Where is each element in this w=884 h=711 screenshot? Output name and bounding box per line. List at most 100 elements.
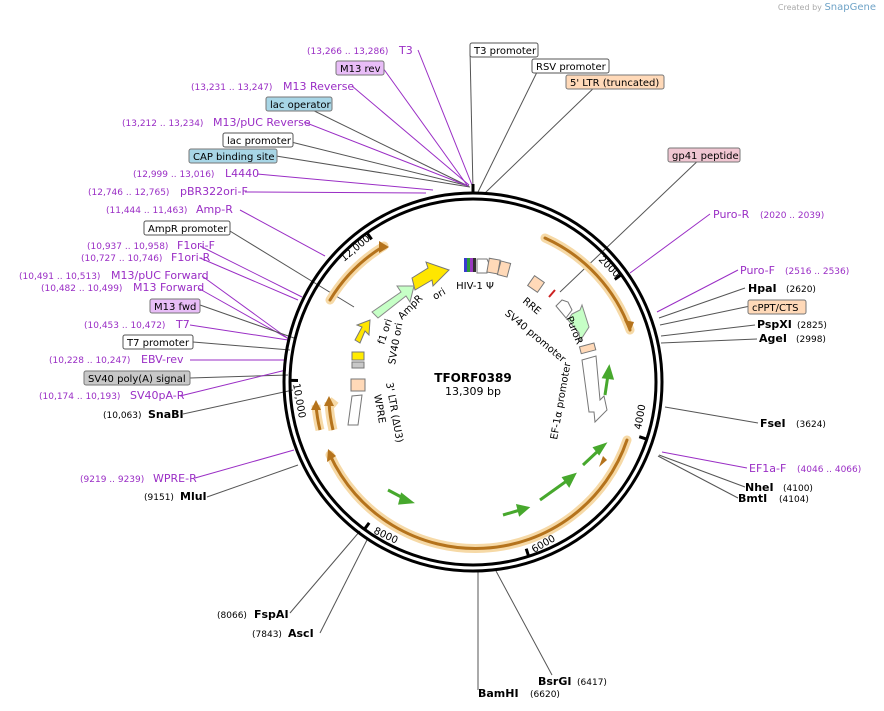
pbr322-range: (12,746 .. 12,765)	[88, 188, 169, 198]
connector-line	[469, 49, 474, 191]
connector-line	[256, 173, 434, 191]
ampr-feature-arrow	[371, 285, 415, 319]
fsei-name: FseI	[760, 417, 786, 430]
hiv-marker-green	[467, 258, 470, 272]
credit-prefix: Created by	[777, 3, 822, 12]
sv40ori-feature	[351, 351, 365, 361]
l4440-name: L4440	[225, 167, 259, 180]
ori-feature-arrow	[411, 261, 450, 291]
t7-range: (10,453 .. 10,472)	[84, 321, 165, 331]
label-cap-site: CAP binding site	[193, 152, 275, 163]
nhei-pos: (4100)	[783, 484, 813, 494]
pspxi-pos: (2825)	[797, 321, 827, 331]
agei-name: AgeI	[759, 332, 787, 345]
hpai-pos: (2620)	[786, 285, 816, 295]
ebvrev-range: (10,228 .. 10,247)	[49, 356, 130, 366]
scale-label-4000: 4000	[633, 404, 648, 431]
pspxi-name: PspXI	[757, 318, 792, 331]
f1orif-name: F1ori-F	[177, 239, 215, 252]
t3-name: T3	[398, 44, 413, 57]
connector-line	[658, 287, 746, 319]
m13forward-range: (10,482 .. 10,499)	[41, 284, 122, 294]
snapgene-credit: Created by SnapGene	[778, 2, 876, 13]
label-t3-promoter: T3 promoter	[473, 46, 537, 57]
connector-line	[206, 464, 299, 498]
connector-line	[351, 85, 470, 186]
connector-line	[201, 275, 291, 341]
hiv-marker-purple	[470, 258, 473, 272]
label-lac-promoter: lac promoter	[227, 136, 292, 147]
m13puc-fwd-name: M13/pUC Forward	[111, 269, 209, 282]
puror-name: Puro-R	[713, 208, 750, 221]
connector-line	[657, 455, 739, 499]
puror-feature-arrow	[567, 303, 590, 343]
ef1af-range: (4046 .. 4066)	[797, 465, 861, 475]
plasmid-length: 13,309 bp	[445, 385, 501, 398]
snabi-name: SnaBI	[148, 408, 184, 421]
bsrgi-pos: (6417)	[577, 678, 607, 688]
f1orir-name: F1ori-R	[171, 251, 211, 264]
inner-features	[347, 257, 608, 426]
scale-tick	[363, 521, 371, 531]
label-connectors	[179, 49, 759, 690]
connector-line	[303, 121, 469, 187]
connector-line	[660, 338, 758, 344]
m13reverse-range: (13,231 .. 13,247)	[191, 83, 272, 93]
ef1a-promoter-feature	[581, 355, 608, 424]
mlui-pos: (9151)	[144, 493, 174, 503]
label-cppt: cPPT/CTS	[752, 303, 798, 314]
m13puc-rev-name: M13/pUC Reverse	[213, 116, 311, 129]
hiv-marker-dark	[473, 258, 476, 272]
label-m13rev: M13 rev	[340, 64, 381, 75]
label-rsv-promoter: RSV promoter	[536, 62, 607, 73]
f1orir-range: (10,727 .. 10,746)	[81, 254, 162, 264]
wprer-range: (9219 .. 9239)	[80, 475, 144, 485]
scale-ticks	[289, 184, 648, 557]
bamhi-name: BamHI	[478, 687, 519, 700]
connector-line	[629, 213, 711, 274]
t7-name: T7	[175, 318, 190, 331]
connector-line	[239, 209, 326, 257]
scale-tick	[638, 435, 648, 441]
purof-name: Puro-F	[740, 264, 775, 277]
snapgene-logo-text: SnapGene	[824, 2, 876, 13]
scale-tick	[613, 273, 623, 281]
label-ef1a-promoter: EF-1α promoter	[549, 361, 574, 441]
cppt-feature	[578, 342, 597, 355]
connector-line	[659, 304, 756, 326]
ef1af-name: EF1a-F	[749, 462, 786, 475]
m13forward-name: M13 Forward	[133, 281, 204, 294]
label-gp41: gp41 peptide	[672, 151, 739, 162]
connector-line	[282, 139, 470, 187]
m13reverse-name: M13 Reverse	[283, 80, 354, 93]
connector-line	[199, 257, 299, 301]
backbone-inner-ring	[288, 197, 658, 567]
connector-line	[199, 304, 295, 339]
nhei-name: NheI	[745, 481, 774, 494]
ampr-name: Amp-R	[196, 203, 233, 216]
label-lac-operator: lac operator	[270, 100, 331, 111]
wprer-name: WPRE-R	[153, 472, 197, 485]
ltr3-feature	[350, 378, 366, 392]
connector-line	[189, 324, 289, 341]
label-t7-promoter: T7 promoter	[126, 338, 190, 349]
m13puc-fwd-range: (10,491 .. 10,513)	[19, 272, 100, 282]
connector-line	[660, 324, 756, 337]
connector-line	[197, 287, 288, 339]
connector-line	[319, 537, 369, 634]
connector-line	[495, 570, 553, 676]
inner-feature-labels: HIV-1 Ψ RRE SV40 promoter PuroR EF-1α pr…	[371, 281, 584, 444]
fspai-pos: (8066)	[217, 611, 247, 621]
connector-line	[299, 103, 469, 187]
sv40par-name: SV40pA-R	[130, 389, 185, 402]
connector-line	[664, 406, 759, 424]
connector-line	[192, 341, 291, 351]
wpre-feature	[347, 394, 363, 426]
ebvrev-name: EBV-rev	[141, 353, 184, 366]
label-ltr3: 3' LTR (ΔU3)	[383, 382, 404, 444]
purof-range: (2516 .. 2536)	[785, 267, 849, 277]
label-ori: ori	[431, 287, 448, 303]
green-orf-arrows	[387, 364, 615, 517]
connector-line	[199, 245, 303, 298]
